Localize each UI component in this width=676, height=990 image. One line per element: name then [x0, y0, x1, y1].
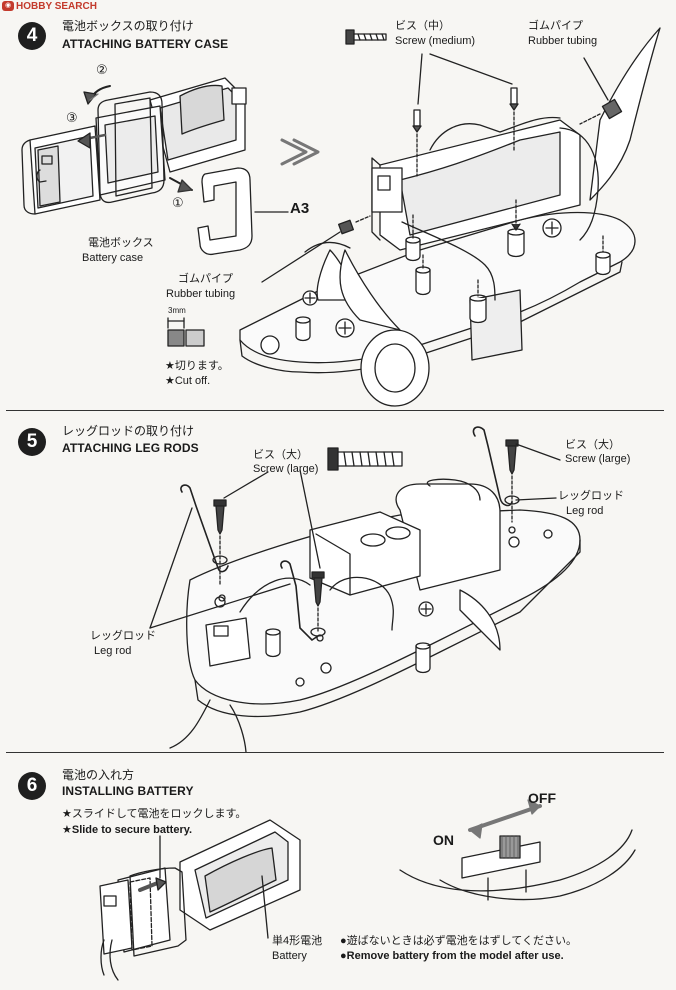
switch-on-label: ON	[433, 832, 454, 848]
step-4-title-jp: 電池ボックスの取り付け	[62, 19, 194, 33]
step-5-badge: 5	[18, 428, 46, 456]
screw-medium-label-jp: ビス（中）	[395, 20, 450, 32]
marker-1: ①	[172, 195, 184, 210]
section-divider-2	[6, 752, 664, 753]
tubing-label-jp: ゴムパイプ	[528, 20, 583, 32]
frame-assembly-step5	[149, 426, 581, 753]
hobby-search-logo-icon: ◉	[2, 1, 14, 12]
step-4-title-en: ATTACHING BATTERY CASE	[62, 37, 229, 51]
cutoff-label-en: ★Cut off.	[165, 375, 211, 387]
step-6-title-jp: 電池の入れ方	[62, 768, 135, 782]
step-5-title-jp: レッグロッドの取り付け	[62, 424, 195, 438]
screw-large-label-en: Screw (large)	[253, 463, 319, 475]
screw-medium-label-en: Screw (medium)	[395, 35, 476, 47]
slide-note-en: ★Slide to secure battery.	[62, 824, 193, 836]
step-6-title-en: INSTALLING BATTERY	[62, 784, 194, 798]
cutoff-label-jp: ★切ります。	[165, 360, 229, 372]
screw-large-label-jp: ビス（大）	[253, 449, 308, 461]
battery-case-label-jp: 電池ボックス	[88, 237, 154, 249]
legrod-label-en: Leg rod	[94, 645, 132, 657]
tubing2-label-jp: ゴムパイプ	[178, 273, 233, 285]
legrod-label-jp: レッグロッド	[90, 630, 156, 642]
marker-2: ②	[96, 62, 108, 77]
step-5-title-en: ATTACHING LEG RODS	[62, 441, 199, 455]
part-a3-label: A3	[290, 200, 310, 217]
marker-3: ③	[66, 110, 78, 125]
remove-note-jp: ●遊ばないときは必ず電池をはずしてください。	[340, 935, 577, 947]
cut-size-label: 3mm	[168, 306, 186, 315]
slide-note-jp: ★スライドして電池をロックします。	[62, 808, 247, 820]
step-6-badge: 6	[18, 772, 46, 800]
legrod2-label-jp: レッグロッド	[558, 490, 624, 502]
battery-label-jp: 単4形電池	[272, 935, 323, 947]
battery-label-en: Battery	[272, 950, 307, 962]
tubing-label-en: Rubber tubing	[528, 35, 598, 47]
legrod2-label-en: Leg rod	[566, 505, 604, 517]
screw-large2-label-en: Screw (large)	[565, 453, 631, 465]
remove-note-en: ●Remove battery from the model after use…	[340, 950, 564, 962]
step-4-badge: 4	[18, 22, 46, 50]
switch-off-label: OFF	[528, 790, 556, 806]
battery-case-label-en: Battery case	[82, 252, 144, 264]
screw-large2-label-jp: ビス（大）	[565, 439, 620, 451]
watermark: ◉HOBBY SEARCH	[2, 1, 97, 12]
tubing2-label-en: Rubber tubing	[166, 288, 236, 300]
watermark-text: HOBBY SEARCH	[16, 1, 97, 12]
frame-assembly-step4	[239, 27, 661, 407]
section-divider	[6, 410, 664, 411]
